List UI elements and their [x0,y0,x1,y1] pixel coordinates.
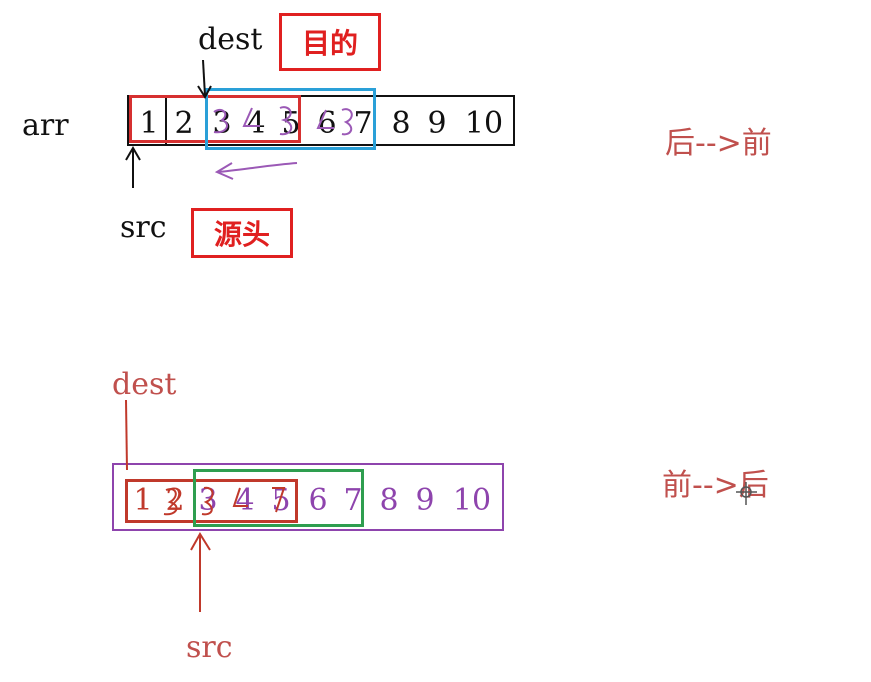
array-cell: 2 [174,106,194,141]
array-cell: 4 [246,106,266,141]
direction-front-to-back: 前-->后 [662,468,769,503]
arr-label: arr [22,108,69,143]
dest-label-bottom: dest [112,367,177,402]
dest-range-box-top [205,88,376,150]
src-label-top: src [120,210,167,245]
src-pointer-arrow-bottom [190,532,211,612]
dest-pointer-arrow-top [197,59,212,99]
dest-note-box: 目的 [279,13,381,71]
src-pointer-arrow-top [125,146,141,188]
array-cell: 7 [343,483,363,518]
dest-range-box-bottom [125,479,298,523]
array-cell: 2 [165,483,185,518]
cursor-icon [736,482,757,505]
array-cell: 7 [353,106,373,141]
array-bottom [112,463,504,531]
move-left-arrow [214,162,298,180]
array-cell: 9 [415,483,435,518]
array-cell: 8 [391,106,411,141]
array-cell: 6 [308,483,328,518]
direction-back-to-front: 后-->前 [665,126,772,161]
src-note-box: 源头 [191,208,293,258]
array-cell: 9 [427,106,447,141]
overwrite-marks-top [213,106,353,136]
array-cell: 1 [133,483,153,518]
src-range-box-bottom [193,469,364,527]
dest-pointer-line-bottom [125,399,128,471]
array-cell: 5 [281,106,301,141]
overwrite-marks-bottom [163,486,286,516]
src-label-bottom: src [186,630,233,665]
array-cell: 8 [379,483,399,518]
cell-divider [165,95,167,146]
array-cell: 10 [464,106,504,141]
array-top [127,95,515,146]
array-cell: 4 [235,483,255,518]
array-cell: 6 [317,106,337,141]
src-range-box-top [129,95,301,143]
array-cell: 10 [452,483,492,518]
dest-label-top: dest [198,22,263,57]
array-cell: 1 [139,106,159,141]
